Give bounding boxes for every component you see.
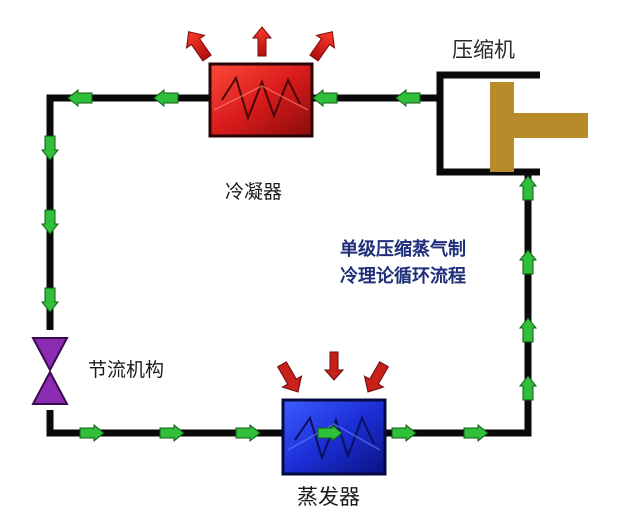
flow-arrow-icon [40,135,60,161]
heat-out-arrows [185,26,336,62]
throttle-label: 节流机构 [88,359,165,381]
condenser-label: 冷凝器 [225,181,283,203]
compressor-label: 压缩机 [452,38,515,62]
flow-arrow-icon [67,88,93,108]
flow-arrow-icon [518,249,538,275]
heat-arrow-icon [185,31,212,62]
flow-arrow-icon [40,287,60,313]
flow-arrow-icon [391,423,417,443]
heat-arrow-icon [276,361,303,393]
flow-arrow-icon [159,423,185,443]
flow-arrow-icon [79,423,105,443]
heat-arrow-icon [251,26,273,57]
flow-arrow-icon [317,423,343,443]
pipe-bottom-right [385,168,532,437]
expansion-valve-icon [31,337,69,405]
condenser-icon [208,62,314,138]
heat-arrow-icon [309,31,336,62]
flow-arrow-icon [395,88,421,108]
pipe-top-left [46,94,210,330]
evaporator-label: 蒸发器 [297,485,360,509]
heat-in-arrows [276,351,390,393]
compressor-icon [436,71,588,176]
flow-arrow-icon [518,175,538,201]
flow-arrow-icon [40,209,60,235]
flow-arrow-icon [463,423,489,443]
diagram-title: 单级压缩蒸气制 冷理论循环流程 [340,236,466,290]
heat-arrow-icon [363,361,390,393]
flow-arrow-icon [153,88,179,108]
pipe-bottom-left [46,410,283,437]
title-line-2: 冷理论循环流程 [340,266,466,287]
heat-arrow-icon [323,351,345,381]
flow-arrow-icon [518,375,538,401]
title-line-1: 单级压缩蒸气制 [340,239,466,260]
flow-arrow-icon [312,88,338,108]
flow-arrow-icon [518,317,538,343]
flow-arrow-icon [235,423,261,443]
flow-arrows [40,88,538,443]
